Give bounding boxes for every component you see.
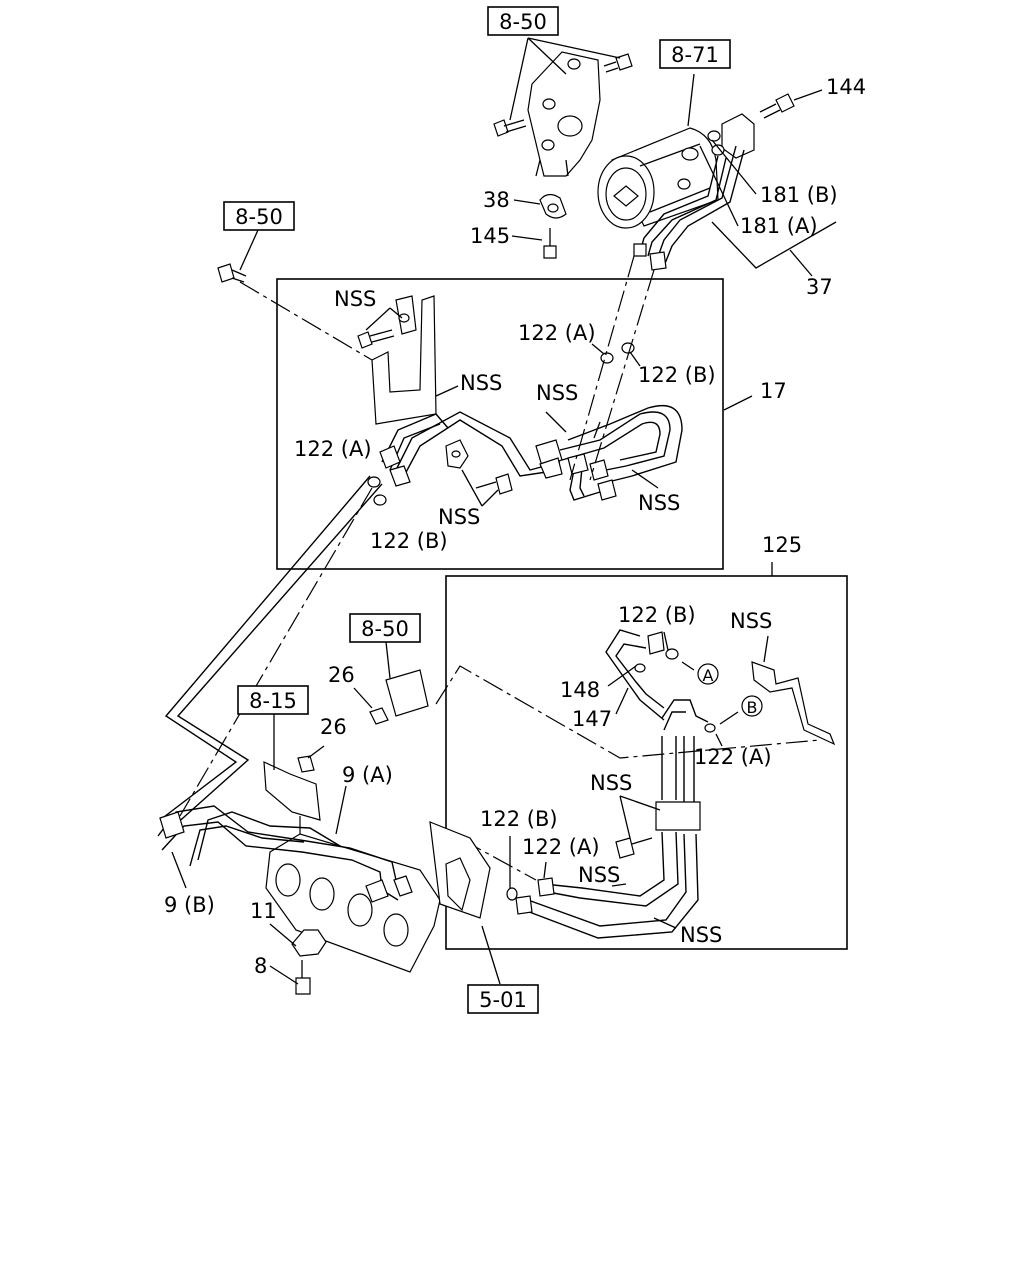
ref-box-8-50-top	[487, 6, 559, 36]
ref-label-8-50-top: 8-50	[499, 10, 547, 34]
vertical-hose-125	[661, 736, 695, 802]
clamp-11	[291, 929, 327, 957]
callout-147: 147	[572, 707, 612, 731]
callout-122b-125-top: 122 (B)	[618, 603, 696, 627]
o-ring-122b-upper	[621, 342, 635, 354]
callout-122b-left: 122 (B)	[370, 529, 448, 553]
callout-nss-plate-17: NSS	[460, 371, 502, 395]
bracket-bolt-right	[603, 53, 633, 73]
group-125-frame	[445, 575, 848, 950]
o-ring-122b-left	[373, 494, 387, 506]
bolt-145	[543, 228, 557, 259]
o-ring-122b-125-top	[665, 648, 679, 660]
bracket-bolt-left	[493, 119, 527, 137]
ref-box-8-71	[659, 39, 731, 69]
callout-181b: 181 (B)	[760, 183, 838, 207]
callout-181a: 181 (A)	[740, 214, 818, 238]
nut-26-upper	[369, 669, 429, 725]
callout-122a-125-lower: 122 (A)	[522, 835, 600, 859]
callout-nss-bracket-17: NSS	[334, 287, 376, 311]
bracket-8-15	[263, 761, 321, 821]
callout-125: 125	[762, 533, 802, 557]
bolt-nss-17	[357, 329, 395, 349]
clamp-nss-17	[445, 439, 469, 469]
pipe-9b-long	[159, 475, 371, 821]
callout-8: 8	[254, 954, 267, 978]
callout-145: 145	[470, 224, 510, 248]
ref-box-8-50-mid	[349, 613, 421, 643]
ref-box-8-50-left	[223, 201, 295, 231]
bolt-nss-17b	[475, 473, 513, 495]
discharge-pipe	[655, 145, 737, 263]
marker-b-letter: B	[747, 698, 758, 717]
o-ring-122b-125-lower	[506, 887, 518, 901]
pipe-9a	[157, 805, 411, 891]
callout-nss-bracket-125: NSS	[730, 609, 772, 633]
clamp-38	[539, 193, 567, 219]
callout-nss-hose-125b: NSS	[680, 923, 722, 947]
leader-8-50-top	[509, 37, 621, 121]
ac-compressor	[597, 127, 719, 229]
callout-122a-125-right: 122 (A)	[694, 745, 772, 769]
bolt-8-50-left	[217, 263, 247, 283]
callout-26-upper: 26	[328, 663, 355, 687]
callout-37: 37	[806, 275, 833, 299]
marker-a-circle	[697, 663, 719, 685]
o-ring-122a-left	[367, 476, 381, 488]
connection-line-1	[239, 281, 373, 361]
callout-nss-hose-17: NSS	[638, 491, 680, 515]
bracket-nss-125	[751, 661, 836, 746]
callout-nss-pipe-17: NSS	[536, 381, 578, 405]
callout-144: 144	[826, 75, 866, 99]
callout-9a: 9 (A)	[342, 763, 393, 787]
ref-label-8-50-mid: 8-50	[361, 617, 409, 641]
ref-box-8-15	[237, 685, 309, 715]
bolt-nss-125	[615, 837, 653, 859]
ref-label-8-50-left: 8-50	[235, 205, 283, 229]
nut-26-lower	[297, 755, 315, 773]
hose-lower-125	[543, 831, 665, 897]
suction-pipe	[639, 155, 719, 253]
engine-block-5-01	[265, 821, 491, 973]
pipe-147	[605, 629, 665, 721]
callout-17: 17	[760, 379, 787, 403]
callout-9b: 9 (B)	[164, 893, 215, 917]
callout-11: 11	[250, 899, 277, 923]
callout-38: 38	[483, 188, 510, 212]
callout-nss-bolt-125: NSS	[590, 771, 632, 795]
ref-label-8-71: 8-71	[671, 43, 719, 67]
hose-loop-17	[559, 411, 671, 471]
callout-26-lower: 26	[320, 715, 347, 739]
liquid-pipe-17	[395, 411, 561, 471]
bracket-nss-17	[371, 295, 437, 425]
ref-box-5-01	[467, 984, 539, 1014]
group-17-frame	[276, 278, 724, 570]
ref-label-5-01: 5-01	[479, 988, 527, 1012]
callout-122a-left: 122 (A)	[294, 437, 372, 461]
marker-a-letter: A	[703, 666, 714, 685]
compressor-manifold	[707, 113, 755, 159]
callout-nss-clamp-17: NSS	[438, 505, 480, 529]
callout-122b-125-lower: 122 (B)	[480, 807, 558, 831]
compressor-bracket	[527, 51, 601, 177]
callout-148: 148	[560, 678, 600, 702]
callout-122a-upper: 122 (A)	[518, 321, 596, 345]
callout-nss-hose-125a: NSS	[578, 863, 620, 887]
bolt-144	[759, 93, 795, 119]
ref-label-8-15: 8-15	[249, 689, 297, 713]
o-ring-122a-upper	[600, 352, 614, 364]
marker-b-circle	[741, 695, 763, 717]
bolt-8	[295, 960, 311, 995]
callout-122b-upper: 122 (B)	[638, 363, 716, 387]
